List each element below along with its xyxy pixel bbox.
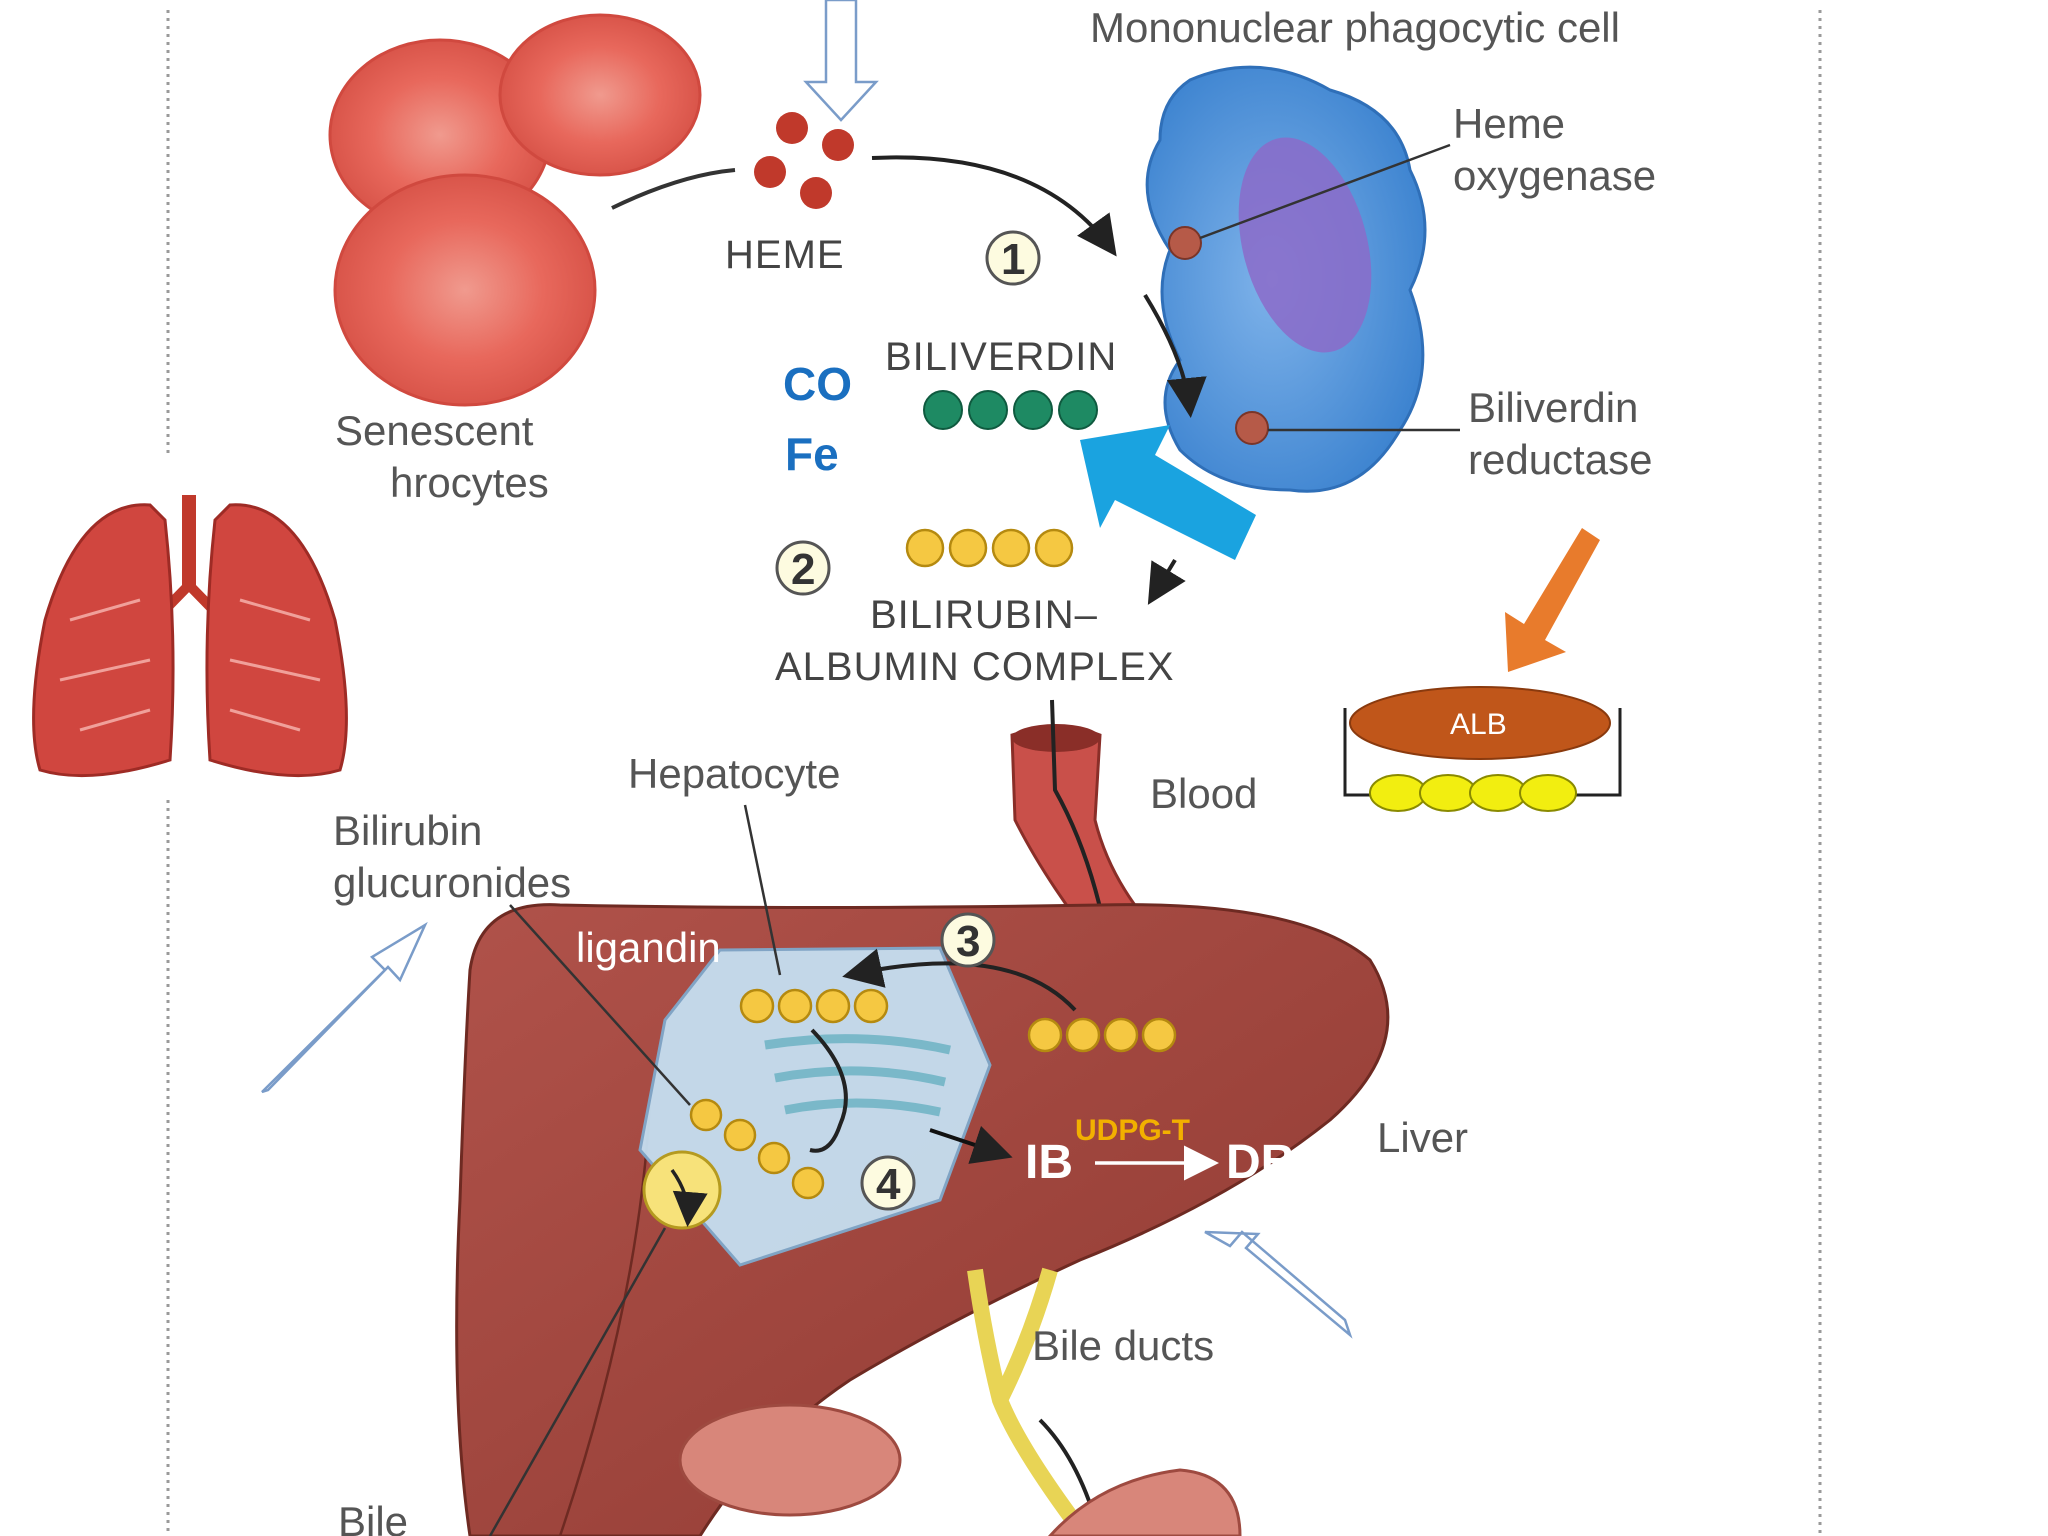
fe-label: Fe	[785, 428, 839, 480]
conjugation-curve	[809, 1028, 848, 1153]
step-2-badge	[775, 540, 831, 596]
heme-oxygenase-label-2: oxygenase	[1453, 152, 1656, 199]
hepatocyte-pointer	[743, 804, 782, 976]
lungs-icon	[32, 495, 348, 778]
heme-label: HEME	[725, 233, 845, 277]
to-ib-arrow	[929, 1125, 1013, 1164]
blood-label: Blood	[1150, 770, 1257, 817]
rbc-to-heme-line	[611, 168, 736, 210]
hepatocyte-bilirubin-chain-icon	[739, 988, 889, 1024]
alb-ellipse	[1349, 686, 1611, 760]
liver-label: Liver	[1377, 1114, 1468, 1161]
erythrocytes-icon	[328, 13, 702, 407]
blood-bilirubin-chain-icon	[1027, 1017, 1177, 1053]
orange-arrow-icon	[1505, 528, 1600, 672]
cell-nucleus-icon	[1238, 137, 1372, 353]
heme-to-cell-arrow	[871, 155, 1117, 257]
step-4-number: 4	[876, 1160, 901, 1209]
heme-oxygenase-label-1: Heme	[1453, 100, 1565, 147]
biliverdin-chain-icon	[923, 390, 1098, 430]
step-2-number: 2	[791, 545, 815, 594]
biliverdin-reductase-label-2: reductase	[1468, 436, 1652, 483]
heme-molecule-icon	[754, 112, 854, 209]
step-3-arrow	[842, 948, 1077, 1012]
top-hollow-arrow-icon	[803, 0, 879, 122]
senescent-label-2: hrocytes	[390, 459, 549, 506]
bilirubin-glucuronides-label-2: glucuronides	[333, 859, 571, 906]
senescent-label-1: Senescent	[335, 407, 534, 454]
blue-arrow-icon	[1080, 425, 1256, 560]
step-1-number: 1	[1001, 235, 1025, 284]
bile-pointer	[488, 1227, 667, 1536]
bilirubin-albumin-label-2: ALBUMIN COMPLEX	[775, 645, 1175, 689]
mononuclear-cell-label: Mononuclear phagocytic cell	[1090, 4, 1620, 51]
bilirubin-chain-icon	[905, 528, 1074, 568]
db-label: DB	[1226, 1136, 1295, 1189]
gallbladder-icon	[678, 1403, 902, 1517]
er-stripes	[764, 1034, 951, 1117]
blood-vessel-opening	[1012, 724, 1100, 752]
bilirubin-glucuronides-label-1: Bilirubin	[333, 807, 482, 854]
co-label: CO	[783, 358, 852, 410]
biliverdin-reductase-site	[1235, 411, 1269, 445]
hollow-arrow-right-icon	[1204, 1230, 1353, 1339]
bile-ducts-label: Bile ducts	[1032, 1322, 1214, 1369]
step-1-badge	[985, 230, 1041, 286]
glucuronides-pointer	[509, 904, 691, 1106]
heme-oxygenase-pointer	[1199, 143, 1451, 240]
ib-label: IB	[1025, 1136, 1073, 1189]
heme-oxygenase-site	[1168, 226, 1202, 260]
canaliculus-arrow	[670, 1168, 708, 1227]
bile-duct-icon	[967, 1267, 1092, 1536]
alb-bilirubin-chain-icon	[1369, 774, 1577, 812]
alb-label: ALB	[1450, 708, 1507, 741]
ligandin-label: ligandin	[576, 924, 721, 971]
glucuronide-chain-icon	[689, 1098, 825, 1200]
biliverdin-label: BILIVERDIN	[885, 335, 1117, 379]
bilirubin-albumin-label-1: BILIRUBIN–	[870, 593, 1098, 637]
udpg-t-label: UDPG-T	[1075, 1114, 1190, 1147]
step-3-number: 3	[956, 917, 980, 966]
bile-partial-label: Bile	[338, 1498, 408, 1536]
biliverdin-reductase-label-1: Biliverdin	[1468, 384, 1638, 431]
cell-down-arrow	[1143, 293, 1207, 418]
hollow-arrow-left-icon	[261, 921, 428, 1094]
small-down-arrow	[1147, 558, 1186, 605]
step-4-badge	[860, 1155, 916, 1211]
step-3-badge	[940, 912, 996, 968]
hepatocyte-label: Hepatocyte	[628, 750, 840, 797]
duodenum-icon	[1047, 1468, 1242, 1536]
